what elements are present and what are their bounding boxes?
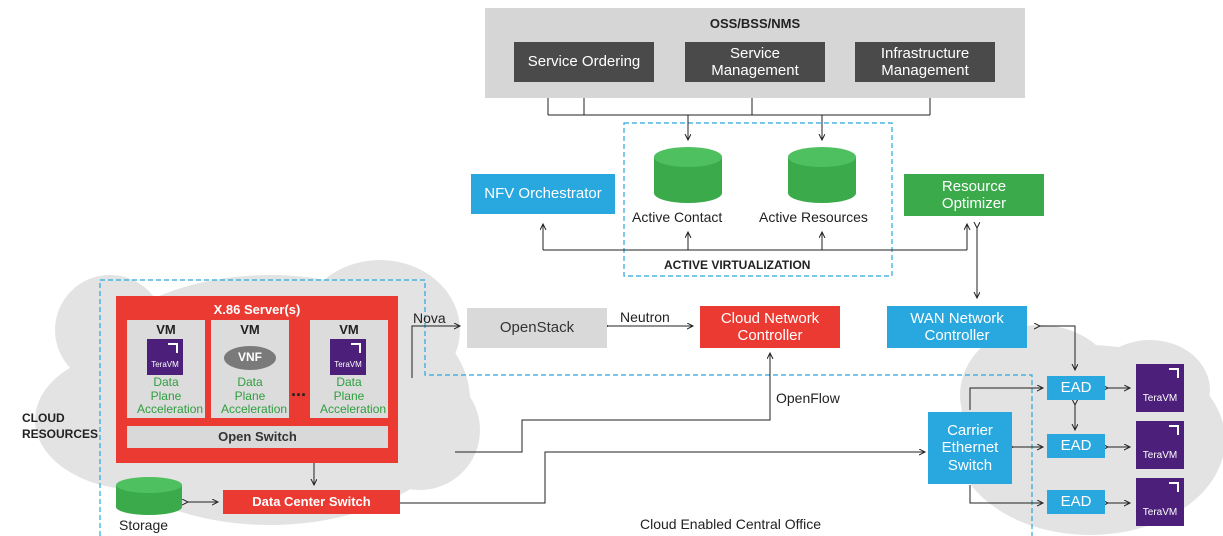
neutron-label: Neutron	[620, 309, 670, 325]
vnf-icon: VNF	[224, 346, 276, 370]
teravm-label: TeraVM	[151, 360, 179, 369]
wan-network-controller-box[interactable]: WAN Network Controller	[887, 306, 1027, 348]
active-contact-db	[654, 147, 722, 203]
central-office-label: Cloud Enabled Central Office	[640, 516, 822, 532]
data-plane-acceleration: Data Plane Acceleration	[221, 375, 288, 416]
teravm-appliance-1: TeraVM	[1136, 364, 1184, 412]
cloud-network-controller-box[interactable]: Cloud Network Controller	[700, 306, 840, 348]
vm-3: VM TeraVM Data Plane Acceleration	[310, 320, 388, 418]
vm-2: VM VNF Data Plane Acceleration	[211, 320, 289, 418]
nova-label: Nova	[413, 310, 446, 326]
open-switch-box[interactable]: Open Switch	[127, 426, 388, 448]
data-plane-acceleration: Data Plane Acceleration	[137, 375, 204, 416]
resource-optimizer-box[interactable]: Resource Optimizer	[904, 174, 1044, 216]
active-virtualization-label: ACTIVE VIRTUALIZATION	[664, 258, 811, 272]
nfv-orchestrator-box[interactable]: NFV Orchestrator	[471, 174, 615, 214]
active-resources-db	[788, 147, 856, 203]
storage-db	[116, 477, 182, 515]
active-virtualization-boundary	[623, 122, 893, 277]
openstack-box[interactable]: OpenStack	[467, 308, 607, 348]
openflow-label: OpenFlow	[776, 390, 840, 406]
teravm-label: TeraVM	[1142, 450, 1178, 461]
teravm-label: TeraVM	[1142, 393, 1178, 404]
teravm-appliance-2: TeraVM	[1136, 421, 1184, 469]
infrastructure-management-box[interactable]: Infrastructure Management	[855, 42, 995, 82]
teravm-label: TeraVM	[334, 360, 362, 369]
oss-title: OSS/BSS/NMS	[709, 16, 801, 31]
cloud-resources-label: CLOUD RESOURCES	[22, 411, 99, 441]
ead-box-2[interactable]: EAD	[1047, 434, 1105, 458]
storage-label: Storage	[119, 517, 169, 533]
vm-label: VM	[339, 322, 359, 337]
active-contact-label: Active Contact	[632, 209, 723, 225]
data-plane-acceleration: Data Plane Acceleration	[320, 375, 387, 416]
central-office-boundary	[99, 279, 1033, 536]
vm-label: VM	[156, 322, 176, 337]
active-resources-label: Active Resources	[759, 209, 868, 225]
ead-box-1[interactable]: EAD	[1047, 376, 1105, 400]
carrier-ethernet-switch-box[interactable]: Carrier Ethernet Switch	[928, 412, 1012, 484]
service-management-box[interactable]: Service Management	[685, 42, 825, 82]
service-ordering-box[interactable]: Service Ordering	[514, 42, 654, 82]
x86-server-title: X.86 Server(s)	[213, 302, 301, 317]
vm-label: VM	[240, 322, 260, 337]
vm-1: VM TeraVM Data Plane Acceleration	[127, 320, 205, 418]
teravm-label: TeraVM	[1142, 507, 1178, 518]
teravm-appliance-3: TeraVM	[1136, 478, 1184, 526]
teravm-icon: TeraVM	[147, 339, 183, 375]
ead-box-3[interactable]: EAD	[1047, 490, 1105, 514]
vm-ellipsis: ...	[291, 380, 307, 400]
teravm-icon: TeraVM	[330, 339, 366, 375]
data-center-switch-box[interactable]: Data Center Switch	[223, 490, 400, 514]
